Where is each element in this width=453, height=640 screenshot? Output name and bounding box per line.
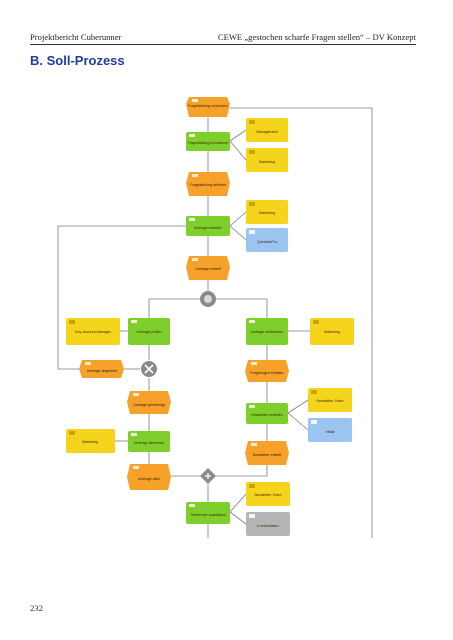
- org-unit-icon: [249, 202, 255, 206]
- function-fragestellung-formulieren: Fragestellung formulieren: [186, 132, 230, 151]
- header-rule: [30, 44, 416, 45]
- gateway-xor: [141, 361, 157, 377]
- function-umfrage-pruefen: Umfrage prüfen: [128, 318, 170, 345]
- function-newsletter-erstellen: Newsletter erstellen: [246, 403, 288, 424]
- event-label: Umfrage erstellt: [195, 267, 220, 271]
- event-umfrage-aktiv: Umfrage aktiv: [127, 464, 171, 490]
- event-newsletter-erstellt: Newsletter erstellt: [245, 441, 289, 465]
- system-email: eMail: [308, 418, 352, 442]
- event-icon: [192, 99, 198, 102]
- header-left: Projektbericht Cuberunner: [30, 32, 122, 42]
- org-unit-newsletter-team-1: Newsletter-Team: [308, 388, 352, 412]
- org-unit-icon: [313, 320, 319, 324]
- event-label: Newsletter erstellt: [253, 453, 282, 457]
- event-icon: [133, 393, 139, 396]
- function-label: Teilnehmer auswählen: [190, 513, 226, 517]
- org-unit-label: Marketing: [82, 440, 98, 444]
- org-unit-management: Management: [246, 118, 288, 142]
- system-icon: [311, 420, 317, 424]
- event-icon: [192, 258, 198, 261]
- org-unit-icon: [69, 431, 75, 435]
- org-unit-icon: [249, 484, 255, 488]
- event-icon: [85, 362, 91, 365]
- page-number: 232: [30, 603, 43, 613]
- and-join-icon: [205, 473, 211, 479]
- event-umfrage-genehmigt: Umfrage genehmigt: [127, 391, 171, 414]
- function-label: Umfrage erstellen: [194, 226, 222, 230]
- org-unit-label: Newsletter-Team: [255, 493, 282, 497]
- function-umfrage-weiterleiten: Umfrage weiterleiten: [246, 318, 288, 345]
- system-questionpro: QuestionPro: [246, 228, 288, 252]
- system-kundendaten: Kundendaten: [246, 512, 290, 536]
- org-unit-marketing-1: Marketing: [246, 148, 288, 172]
- xor-icon: [144, 364, 154, 374]
- event-label: Umfrage abgelehnt: [87, 369, 118, 373]
- function-label: Umfrage prüfen: [137, 330, 162, 334]
- function-icon: [131, 433, 137, 436]
- and-icon: [204, 295, 212, 303]
- system-label: QuestionPro: [257, 240, 277, 244]
- org-unit-key-account-manager: Key-Account-Manager: [66, 318, 120, 345]
- function-label: Fragestellung formulieren: [188, 141, 229, 145]
- event-fragestellung-vorhanden: Fragestellung vorhanden: [186, 97, 230, 117]
- function-teilnehmer-auswaehlen: Teilnehmer auswählen: [186, 502, 230, 524]
- event-label: Fragebogen erhalten: [250, 371, 283, 375]
- org-unit-marketing-2: Marketing: [246, 200, 288, 224]
- event-umfrage-abgelehnt: Umfrage abgelehnt: [79, 360, 124, 378]
- gateway-and-split: [200, 291, 216, 307]
- system-label: Kundendaten: [257, 524, 278, 528]
- org-unit-label: Marketing: [259, 211, 275, 215]
- org-unit-marketing-3: Marketing: [310, 318, 354, 345]
- function-icon: [131, 320, 137, 323]
- event-icon: [251, 443, 257, 446]
- org-unit-icon: [69, 320, 75, 324]
- org-unit-label: Key-Account-Manager: [75, 330, 112, 334]
- system-icon: [249, 230, 255, 234]
- gateway-and-join: [200, 468, 216, 484]
- event-label: Umfrage genehmigt: [133, 403, 165, 407]
- function-label: Umfrage weiterleiten: [251, 330, 284, 334]
- function-label: Newsletter erstellen: [251, 413, 283, 417]
- function-icon: [189, 218, 195, 221]
- org-unit-label: Newsletter-Team: [317, 399, 344, 403]
- function-icon: [189, 504, 195, 507]
- org-unit-label: Marketing: [324, 330, 340, 334]
- system-icon: [249, 514, 255, 518]
- function-icon: [249, 320, 255, 323]
- function-label: Umfrage aktivieren: [134, 441, 164, 445]
- event-icon: [251, 362, 257, 365]
- event-label: Fragestellung vorhanden: [188, 104, 228, 108]
- event-icon: [192, 174, 198, 177]
- function-icon: [189, 134, 195, 137]
- function-icon: [249, 405, 255, 408]
- event-label: Umfrage aktiv: [138, 477, 160, 481]
- org-unit-newsletter-team-2: Newsletter-Team: [246, 482, 290, 506]
- org-unit-icon: [311, 390, 317, 394]
- section-title: B. Soll-Prozess: [30, 53, 125, 68]
- event-fragestellung-definiert: Fragestellung definiert: [186, 172, 230, 196]
- org-unit-icon: [249, 120, 255, 124]
- function-umfrage-aktivieren: Umfrage aktivieren: [128, 431, 170, 452]
- function-umfrage-erstellen: Umfrage erstellen: [186, 216, 230, 236]
- event-umfrage-erstellt: Umfrage erstellt: [186, 256, 230, 280]
- system-label: eMail: [326, 430, 335, 434]
- org-unit-icon: [249, 150, 255, 154]
- event-fragebogen-erhalten: Fragebogen erhalten: [245, 360, 289, 382]
- event-icon: [133, 466, 139, 469]
- header-right: CEWE „gestochen scharfe Fragen stellen“ …: [217, 32, 416, 42]
- org-unit-label: Marketing: [259, 160, 275, 164]
- event-label: Fragestellung definiert: [190, 183, 226, 187]
- org-unit-label: Management: [257, 130, 278, 134]
- org-unit-marketing-4: Marketing: [66, 429, 115, 453]
